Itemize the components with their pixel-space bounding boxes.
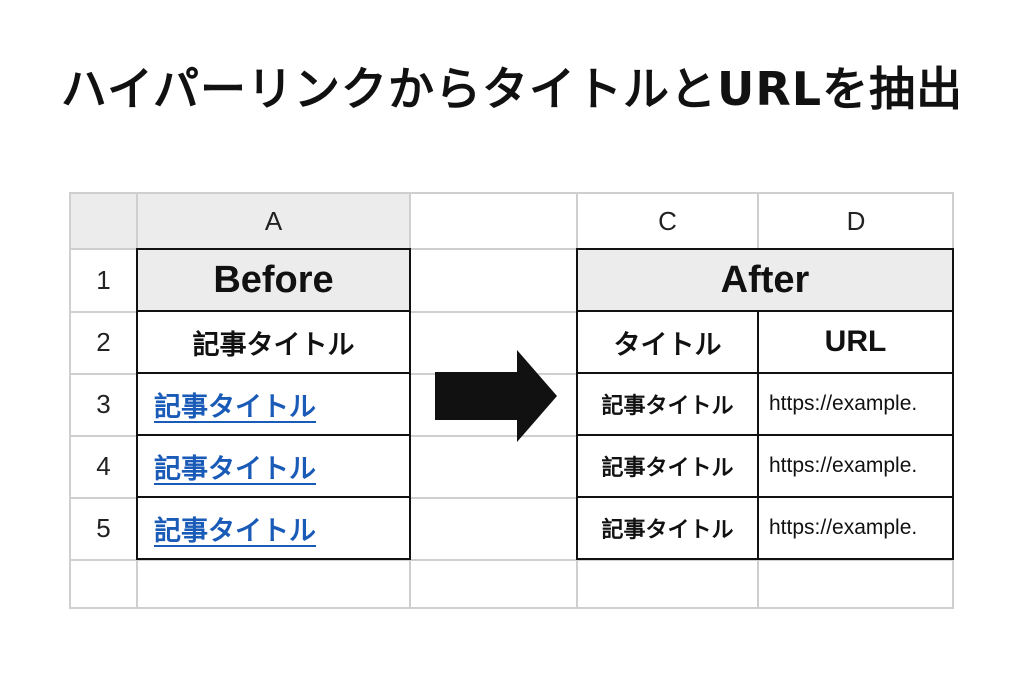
column-b-header-bg — [410, 193, 577, 249]
before-subheader[interactable]: 記事タイトル — [136, 310, 411, 374]
grid-line — [69, 248, 954, 250]
before-header[interactable]: Before — [136, 248, 411, 312]
grid-line — [69, 497, 954, 499]
hyperlink-cell[interactable]: 記事タイトル — [136, 434, 411, 498]
extracted-title-cell[interactable]: 記事タイトル — [576, 434, 759, 498]
column-header-a[interactable]: A — [264, 205, 283, 236]
column-header-d[interactable]: D — [846, 205, 866, 236]
column-header-c[interactable]: C — [658, 205, 677, 236]
extracted-url-cell[interactable]: https://example. — [757, 372, 954, 436]
extracted-url-cell[interactable]: https://example. — [757, 496, 954, 560]
row-header-2[interactable]: 2 — [96, 326, 111, 357]
grid-line — [69, 435, 954, 437]
hyperlink-cell[interactable]: 記事タイトル — [136, 496, 411, 560]
extracted-url-cell[interactable]: https://example. — [757, 434, 954, 498]
grid-line — [69, 193, 71, 609]
grid-line — [69, 311, 954, 313]
right-arrow-icon — [435, 350, 557, 442]
extracted-title-cell[interactable]: 記事タイトル — [576, 496, 759, 560]
row-header-4[interactable]: 4 — [96, 450, 111, 481]
corner-cell — [70, 193, 137, 249]
column-d-header-bg — [758, 193, 954, 249]
column-c-header-bg — [577, 193, 758, 249]
hyperlink-cell[interactable]: 記事タイトル — [136, 372, 411, 436]
grid-line — [69, 607, 954, 609]
row-header-5[interactable]: 5 — [96, 512, 111, 543]
grid-line — [69, 192, 954, 194]
after-url-header[interactable]: URL — [757, 310, 954, 374]
row-header-3[interactable]: 3 — [96, 388, 111, 419]
row-header-1[interactable]: 1 — [96, 264, 111, 295]
after-title-header[interactable]: タイトル — [576, 310, 759, 374]
extracted-title-cell[interactable]: 記事タイトル — [576, 372, 759, 436]
page-title: ハイパーリンクからタイトルとURLを抽出 — [60, 62, 964, 116]
grid-line — [69, 559, 954, 561]
after-header[interactable]: After — [576, 248, 954, 312]
column-a-header-bg — [137, 193, 410, 249]
